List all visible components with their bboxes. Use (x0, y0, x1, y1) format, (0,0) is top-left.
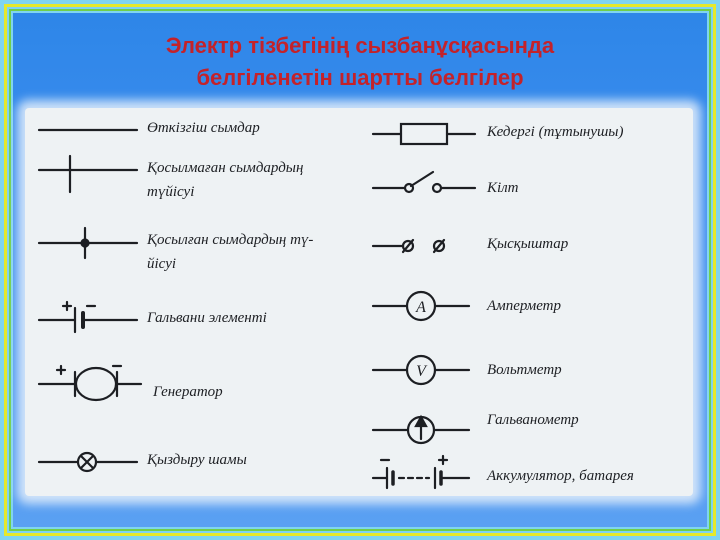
label-galvanic-cell: Гальвани элементі (147, 310, 267, 326)
battery-icon (371, 454, 471, 490)
unconnected-wires-icon (37, 154, 139, 194)
label-galvanometer: Гальванометр (487, 412, 579, 428)
title-line-1: Электр тізбегінің сызбанұсқасында (165, 33, 555, 58)
ammeter-icon (371, 290, 471, 322)
symbols-table: A V Өткізгіш сымдар Қосылмаған сымдардың… (25, 108, 693, 496)
label-resistor: Кедергі (тұтынушы) (487, 124, 624, 140)
label-generator: Генератор (153, 384, 223, 400)
ammeter-glyph: A (415, 299, 426, 316)
voltmeter-icon (371, 354, 471, 386)
label-connected-wires-2: йісуі (147, 256, 177, 272)
galvanometer-icon (371, 414, 471, 445)
label-wire: Өткізгіш сымдар (147, 120, 260, 136)
generator-icon (37, 364, 143, 402)
terminals-icon (371, 238, 446, 254)
title-line-2: белгіленетін шартты белгілер (196, 65, 524, 90)
switch-icon (371, 170, 477, 194)
yellow-border (4, 4, 716, 536)
label-ammeter: Амперметр (487, 298, 562, 314)
label-switch: Кілт (487, 180, 519, 196)
label-terminals: Қысқыштар (487, 236, 569, 252)
label-lamp: Қыздыру шамы (147, 452, 247, 468)
label-voltmeter: Вольтметр (487, 362, 562, 378)
green-border (9, 9, 711, 531)
symbols-drawing: A V (37, 122, 477, 490)
label-unconnected-wires: Қосылмаған сымдардың (147, 160, 304, 176)
galvanic-cell-icon (37, 300, 139, 334)
resistor-icon (371, 122, 477, 146)
connected-wires-icon (37, 226, 139, 260)
label-connected-wires: Қосылған сымдардың тү- (147, 232, 314, 248)
voltmeter-glyph: V (416, 363, 428, 380)
label-battery: Аккумулятор, батарея (487, 468, 634, 484)
slide-title: Электр тізбегінің сызбанұсқасында белгіл… (0, 30, 720, 94)
label-unconnected-wires-2: түйісуі (147, 184, 195, 200)
lamp-icon (37, 451, 139, 473)
